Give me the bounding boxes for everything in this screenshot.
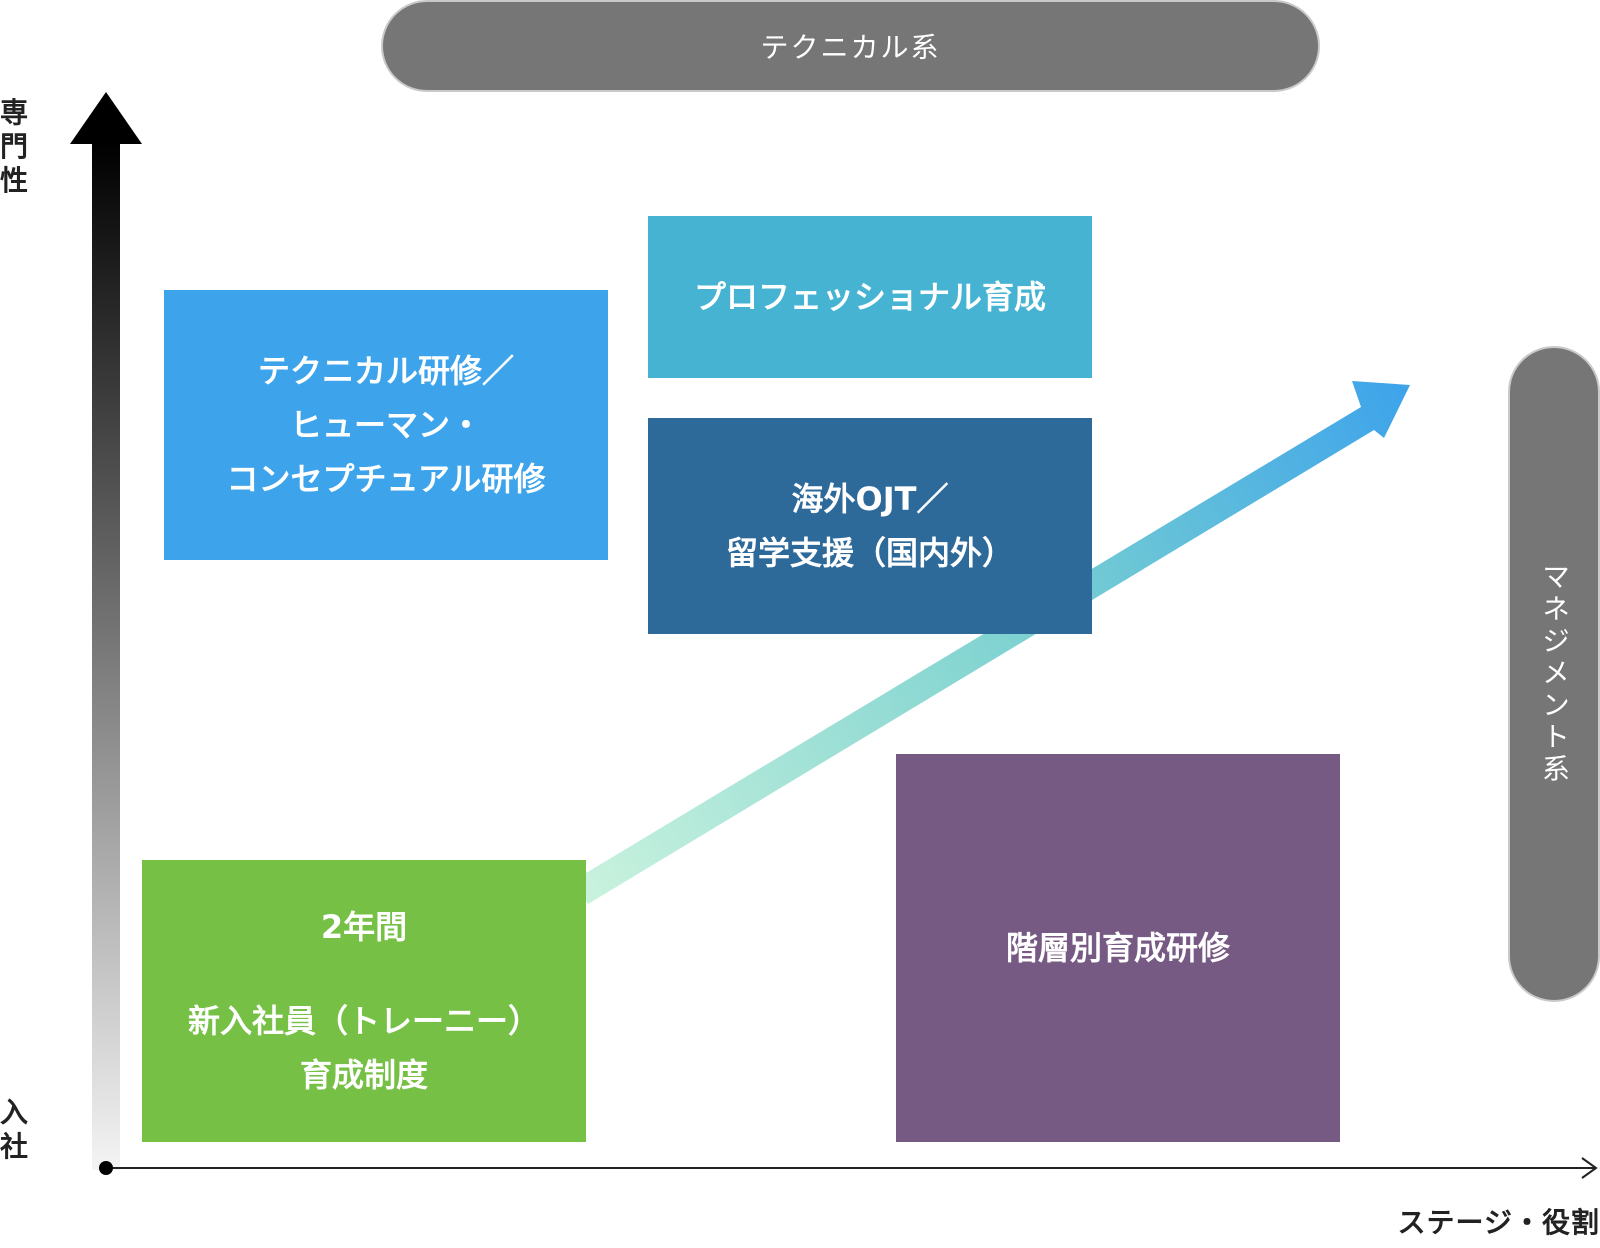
y-axis-label-char: 性: [0, 164, 29, 197]
new-hire-line: 育成制度: [299, 1056, 428, 1094]
y-axis-label-char: 社: [0, 1130, 29, 1163]
overseas-ojt-box: 海外OJT／ 留学支援（国内外）: [648, 418, 1092, 634]
x-axis-arrowhead: [1581, 1157, 1598, 1179]
y-axis-label-char: 入: [0, 1096, 29, 1129]
management-track-pill: マネジメント系: [1508, 346, 1600, 1002]
management-track-label: マネジメント系: [1538, 562, 1571, 786]
x-axis-label: ステージ・役割: [1397, 1206, 1600, 1239]
technical-track-label: テクニカル系: [760, 31, 941, 64]
technical-training-line: テクニカル研修／: [257, 352, 514, 390]
growth-arrow: [576, 381, 1410, 904]
technical-training-box: テクニカル研修／ ヒューマン・ コンセプチュアル研修: [164, 290, 608, 560]
professional-development-label: プロフェッショナル育成: [693, 278, 1046, 316]
new-hire-line: 新入社員（トレーニー）: [187, 1002, 540, 1040]
y-axis-label-expertise: 専 門 性: [0, 96, 34, 198]
technical-training-line: コンセプチュアル研修: [226, 460, 546, 498]
technical-track-pill: テクニカル系: [381, 0, 1320, 92]
y-axis-label-char: 門: [0, 130, 29, 163]
new-hire-period: 2年間: [320, 908, 408, 946]
overseas-ojt-line: 海外OJT／: [791, 480, 949, 518]
origin-dot: [99, 1161, 113, 1175]
rank-based-training-label: 階層別育成研修: [1005, 929, 1230, 967]
overseas-ojt-line: 留学支援（国内外）: [725, 534, 1014, 572]
y-axis-label-char: 専: [0, 96, 29, 129]
y-axis-shaft: [92, 142, 120, 1170]
technical-training-line: ヒューマン・: [289, 406, 482, 444]
professional-development-box: プロフェッショナル育成: [648, 216, 1092, 378]
rank-based-training-box: 階層別育成研修: [896, 754, 1340, 1142]
y-axis-arrowhead: [70, 92, 142, 144]
new-hire-program-box: 2年間 新入社員（トレーニー） 育成制度: [142, 860, 586, 1142]
y-axis-label-joining: 入 社: [0, 1096, 34, 1164]
